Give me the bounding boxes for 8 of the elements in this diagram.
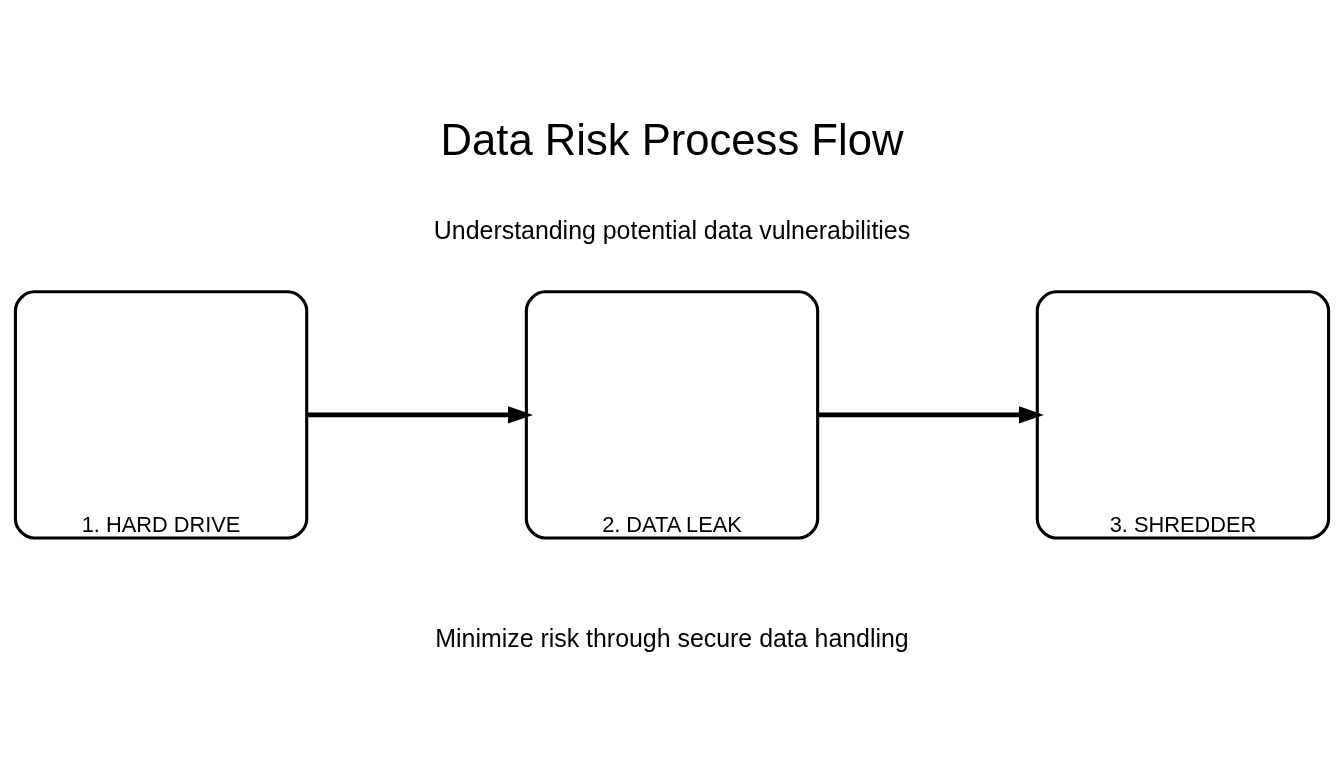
node-box: 3. SHREDDER <box>1035 289 1331 539</box>
label: Understanding potential data vulnerabilities <box>433 215 911 244</box>
arrow <box>817 405 1044 424</box>
node-box: 1. HARD DRIVE <box>13 289 309 539</box>
diagram-title: Data Risk Process Flow <box>440 115 904 164</box>
arrow <box>306 405 533 424</box>
caption: Minimize risk through secure data handling <box>435 623 909 652</box>
node-box: 2. DATA LEAK <box>524 289 820 539</box>
